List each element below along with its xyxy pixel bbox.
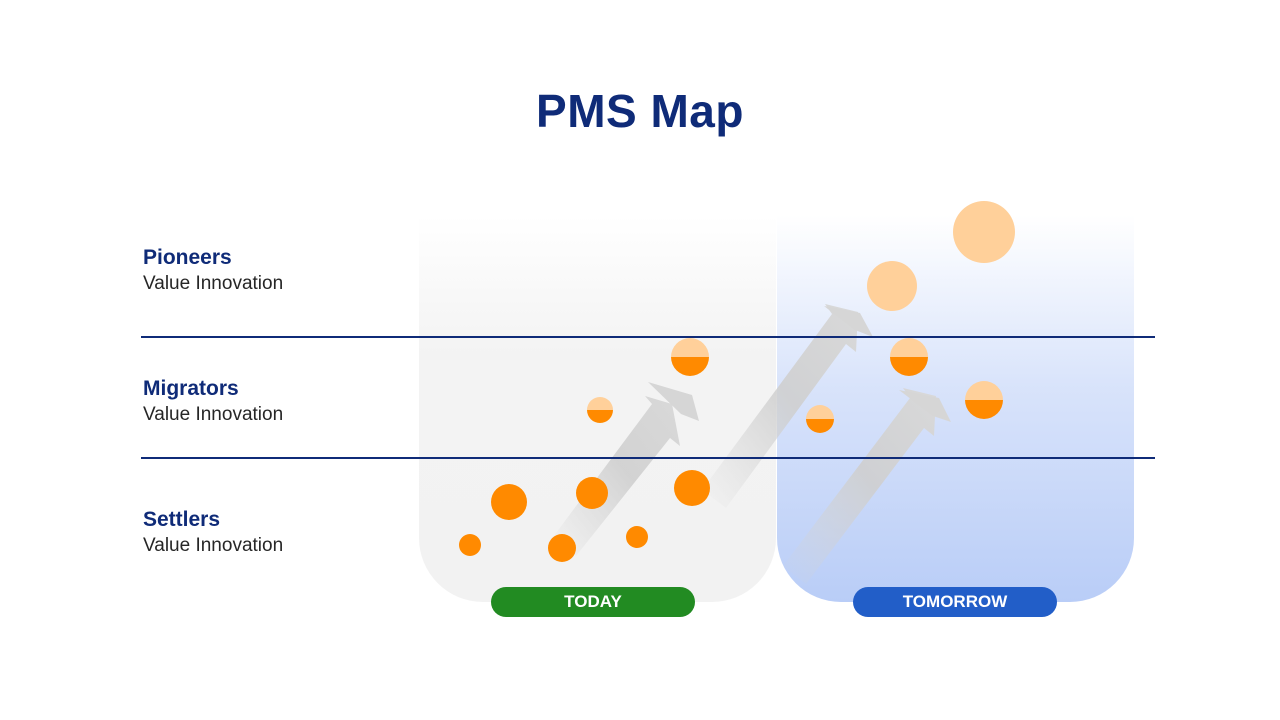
arrow-today	[553, 382, 699, 556]
row-name: Migrators	[143, 377, 239, 400]
pioneer-dot	[953, 201, 1015, 263]
arrow-center	[702, 304, 873, 508]
settler-dot	[626, 526, 648, 548]
migrator-dot	[587, 397, 613, 423]
pioneer-dot	[867, 261, 917, 311]
divider-line	[141, 457, 1155, 459]
tomorrow-label: TOMORROW	[853, 587, 1057, 617]
divider-line	[141, 336, 1155, 338]
migrator-dot	[806, 405, 834, 433]
settler-dot	[548, 534, 576, 562]
row-subtitle: Value Innovation	[143, 404, 284, 425]
arrow-tomorrow	[783, 388, 951, 584]
settler-dot	[459, 534, 481, 556]
row-name: Settlers	[143, 508, 221, 531]
page-title: PMS Map	[536, 85, 744, 137]
settler-dot	[674, 470, 710, 506]
row-migrators: Migrators Value Innovation	[143, 376, 283, 428]
migrator-dot	[890, 338, 928, 376]
row-subtitle: Value Innovation	[143, 535, 284, 556]
migrator-dot	[965, 381, 1003, 419]
row-name: Pioneers	[143, 246, 232, 269]
settler-dot	[576, 477, 608, 509]
settler-dot	[491, 484, 527, 520]
row-subtitle: Value Innovation	[143, 273, 284, 294]
row-pioneers: Pioneers Value Innovation	[143, 245, 283, 297]
row-settlers: Settlers Value Innovation	[143, 507, 283, 559]
today-label: TODAY	[491, 587, 695, 617]
migrator-dot	[671, 338, 709, 376]
